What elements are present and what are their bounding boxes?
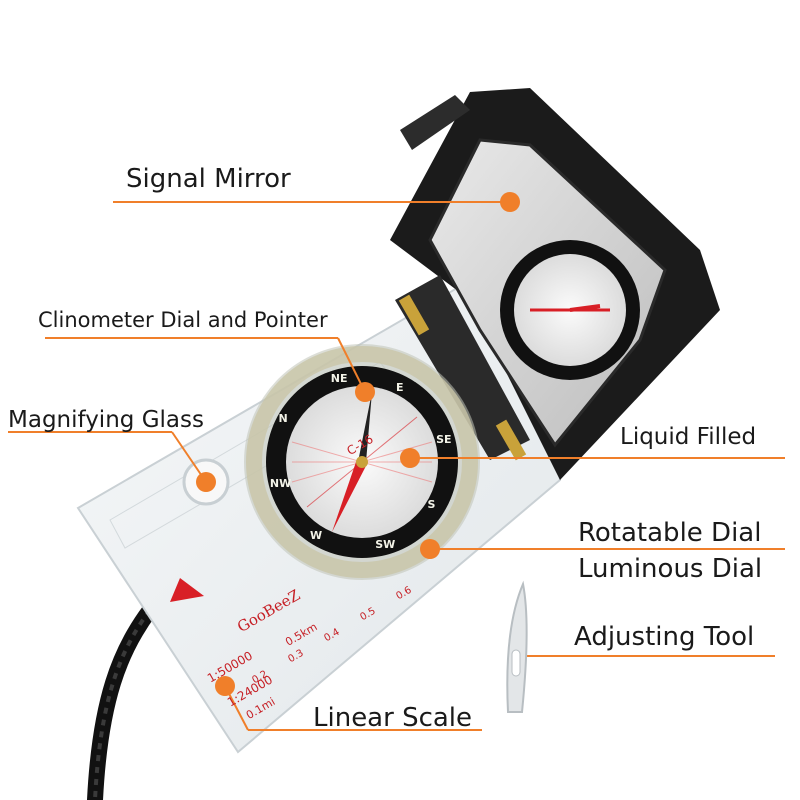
- main-compass: [244, 344, 480, 580]
- lanyard-cord: [87, 602, 158, 800]
- clinometer-label: Clinometer Dial and Pointer: [38, 308, 328, 332]
- bezel-letter: NE: [330, 371, 348, 385]
- bezel-letter: NW: [269, 477, 292, 491]
- linear-scale-label: Linear Scale: [313, 703, 473, 733]
- adjusting-tool-label: Adjusting Tool: [574, 622, 755, 652]
- bezel-letter: W: [310, 529, 323, 543]
- luminous-dial-label: Luminous Dial: [578, 554, 763, 584]
- magnifying-glass-label: Magnifying Glass: [8, 407, 204, 433]
- liquid-filled-label: Liquid Filled: [620, 424, 757, 450]
- leader-dots: [196, 192, 520, 696]
- bezel-letter: SW: [375, 538, 396, 552]
- bezel-letter: S: [427, 498, 436, 511]
- leader-lines: [8, 201, 785, 731]
- mirror-reflection: [500, 240, 640, 380]
- sight-triangle: [170, 578, 204, 602]
- rotatable-dial-label: Rotatable Dial: [578, 518, 762, 548]
- signal-mirror-label: Signal Mirror: [126, 164, 291, 194]
- adjusting-tool: [506, 580, 528, 713]
- bezel-letter: N: [278, 412, 288, 425]
- bezel-letter: E: [396, 380, 404, 394]
- hinge: [395, 275, 530, 461]
- bezel-letter: SE: [436, 432, 452, 446]
